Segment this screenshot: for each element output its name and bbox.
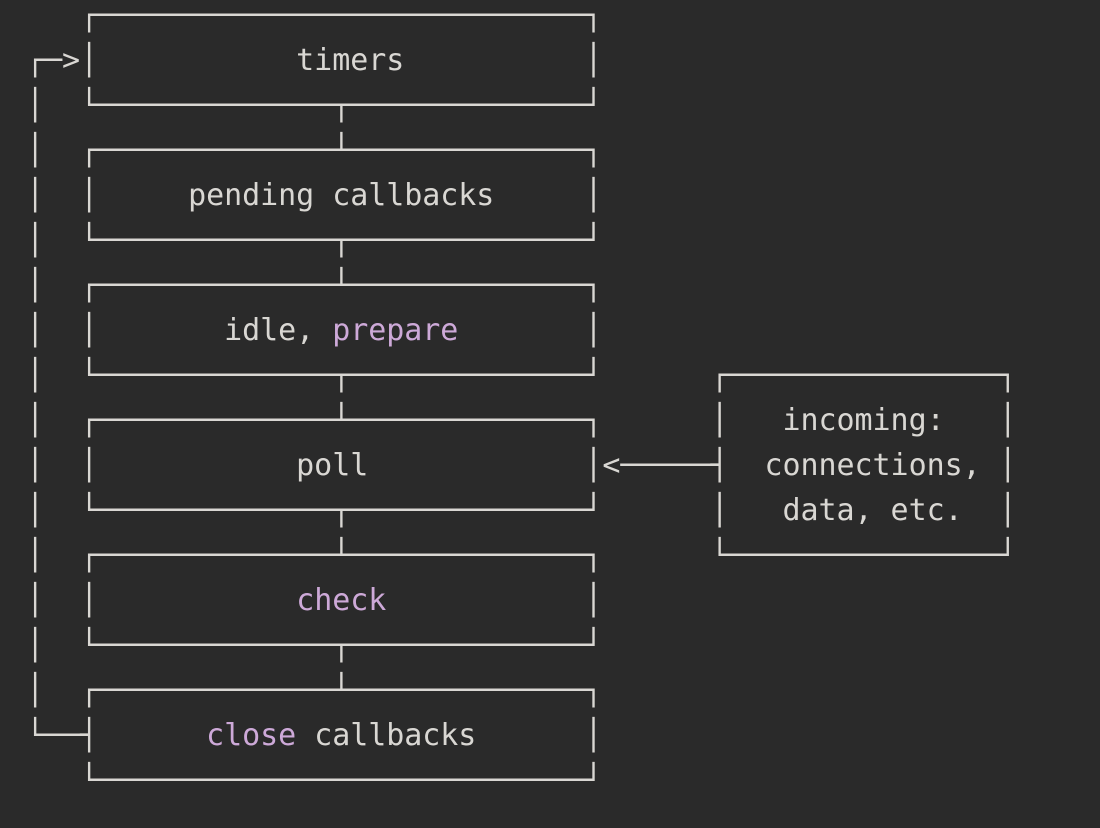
keyword-token: prepare [332,313,459,348]
keyword-token: check [296,583,387,618]
diagram-line-segment: │ [458,313,603,348]
diagram-line-segment: ┌───────────────────────────┐ [26,0,603,33]
diagram-line-segment: │ ┌─────────────┴─────────────┐ [26,268,603,303]
diagram-line-segment: │ └─────────────┬─────────────┘ [26,88,603,123]
diagram-line-segment: callbacks │ [296,718,603,753]
diagram-line-segment: └───────────────────────────┘ [26,763,603,798]
diagram-line-segment: │ └─────────────┬─────────────┘ [26,628,603,663]
diagram-line-segment: ┌─>│ timers │ [26,43,603,78]
diagram-line-segment: │ │ idle, [26,313,333,348]
diagram-line-segment: │ │ [26,583,297,618]
diagram-line-segment: │ └─────────────┬─────────────┘ │ data, … [26,493,1017,528]
diagram-line-segment: │ │ pending callbacks │ [26,178,603,213]
keyword-token: close [206,718,297,753]
event-loop-ascii-diagram: ┌───────────────────────────┐ ┌─>│ timer… [26,0,1017,803]
diagram-line-segment: │ │ poll │<─────┤ connections, │ [26,448,1017,483]
diagram-line-segment: │ └─────────────┬─────────────┘ ┌───────… [26,358,1017,393]
diagram-line-segment: │ [386,583,603,618]
diagram-line-segment: │ ┌─────────────┴─────────────┐ └───────… [26,538,1017,573]
diagram-line-segment: │ └─────────────┬─────────────┘ [26,223,603,258]
diagram-line-segment: └──┤ [26,718,207,753]
diagram-line-segment: │ ┌─────────────┴─────────────┐ [26,673,603,708]
diagram-line-segment: │ ┌─────────────┴─────────────┐ [26,133,603,168]
diagram-line-segment: │ ┌─────────────┴─────────────┐ │ incomi… [26,403,1017,438]
